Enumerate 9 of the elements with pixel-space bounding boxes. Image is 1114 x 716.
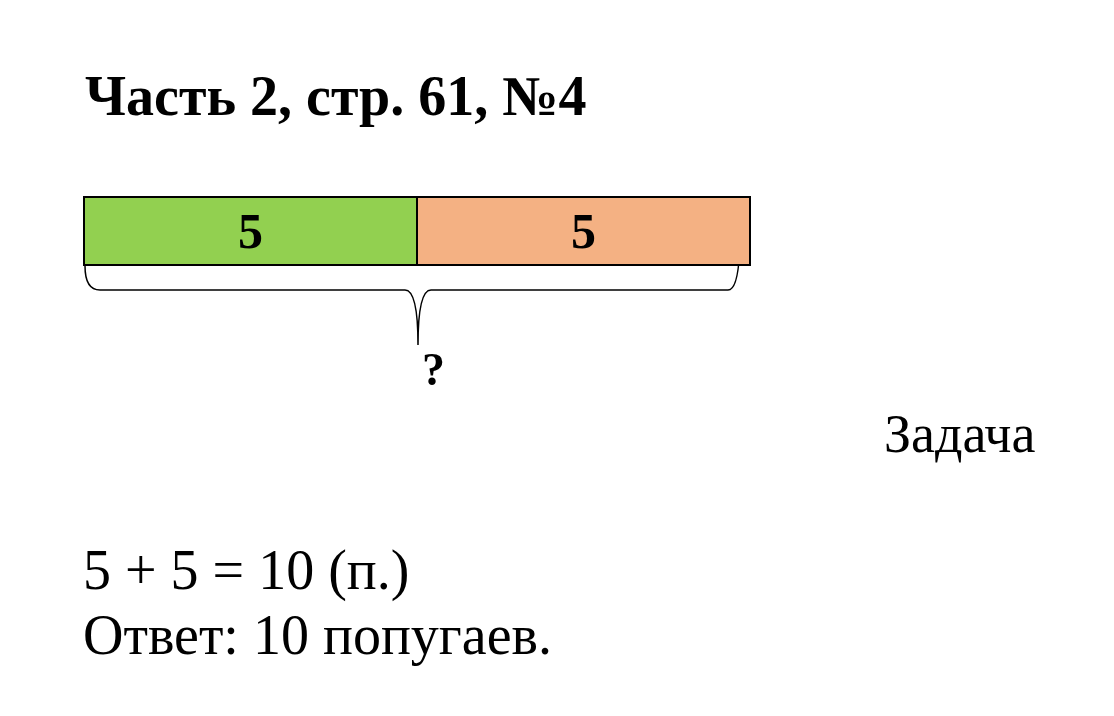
equation-text: 5 + 5 = 10 (п.)	[83, 540, 410, 602]
segment-value: 5	[238, 206, 263, 256]
title: Часть 2, стр. 61, №4	[85, 66, 587, 128]
segment-value: 5	[571, 206, 596, 256]
question-mark: ?	[422, 345, 445, 396]
bar-segment	[83, 196, 418, 266]
answer-text: Ответ: 10 попугаев.	[83, 605, 552, 667]
bar-segment	[416, 196, 751, 266]
task-label: Задача	[884, 405, 1036, 465]
